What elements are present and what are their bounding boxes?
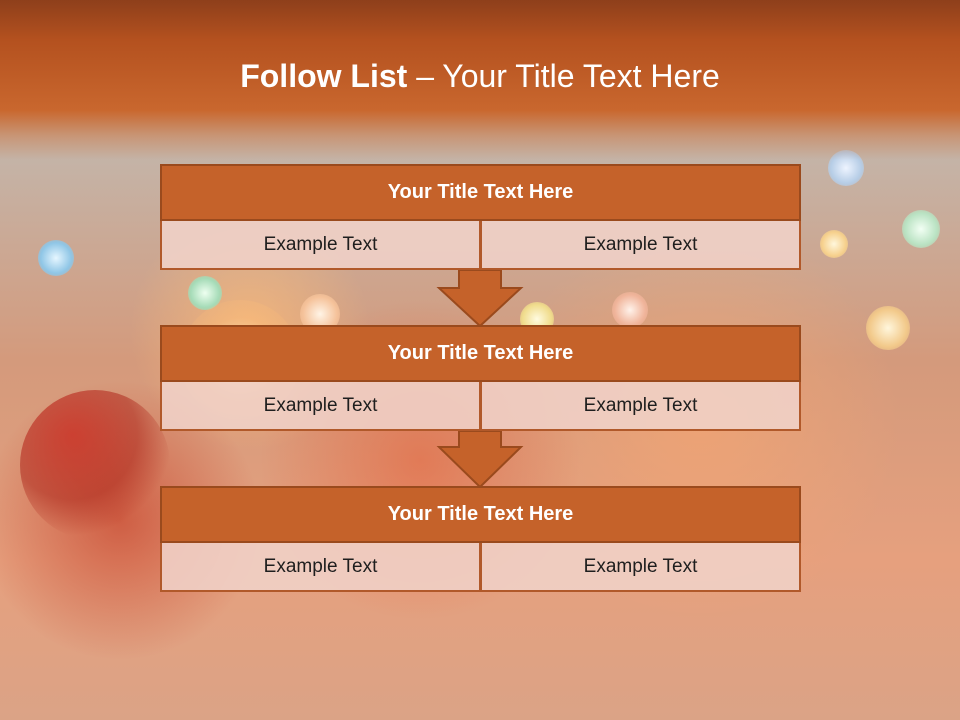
step-2-left-cell: Example Text [160,382,481,431]
slide-title-rest: – Your Title Text Here [416,58,720,94]
step-3-left-cell: Example Text [160,543,481,592]
step-row-3: Example Text Example Text [160,543,801,592]
step-row-2: Example Text Example Text [160,382,801,431]
title-band [0,0,960,160]
bokeh-light [612,292,648,328]
step-2-right-cell: Example Text [481,382,801,431]
step-title-3: Your Title Text Here [160,486,801,543]
step-title-2: Your Title Text Here [160,325,801,382]
bokeh-light [820,230,848,258]
step-3-right-cell: Example Text [481,543,801,592]
step-box-2: Your Title Text Here Example Text Exampl… [160,325,801,431]
step-1-right-cell: Example Text [481,221,801,270]
bokeh-light [866,306,910,350]
down-arrow-icon [436,430,524,489]
step-box-3: Your Title Text Here Example Text Exampl… [160,486,801,592]
step-1-left-cell: Example Text [160,221,481,270]
bokeh-light [902,210,940,248]
down-arrow-icon [436,269,524,328]
step-title-1: Your Title Text Here [160,164,801,221]
slide-title: Follow List – Your Title Text Here [0,54,960,98]
slide-title-bold: Follow List [240,58,408,94]
step-box-1: Your Title Text Here Example Text Exampl… [160,164,801,270]
berry-cluster [20,390,170,540]
bokeh-light [38,240,74,276]
step-row-1: Example Text Example Text [160,221,801,270]
